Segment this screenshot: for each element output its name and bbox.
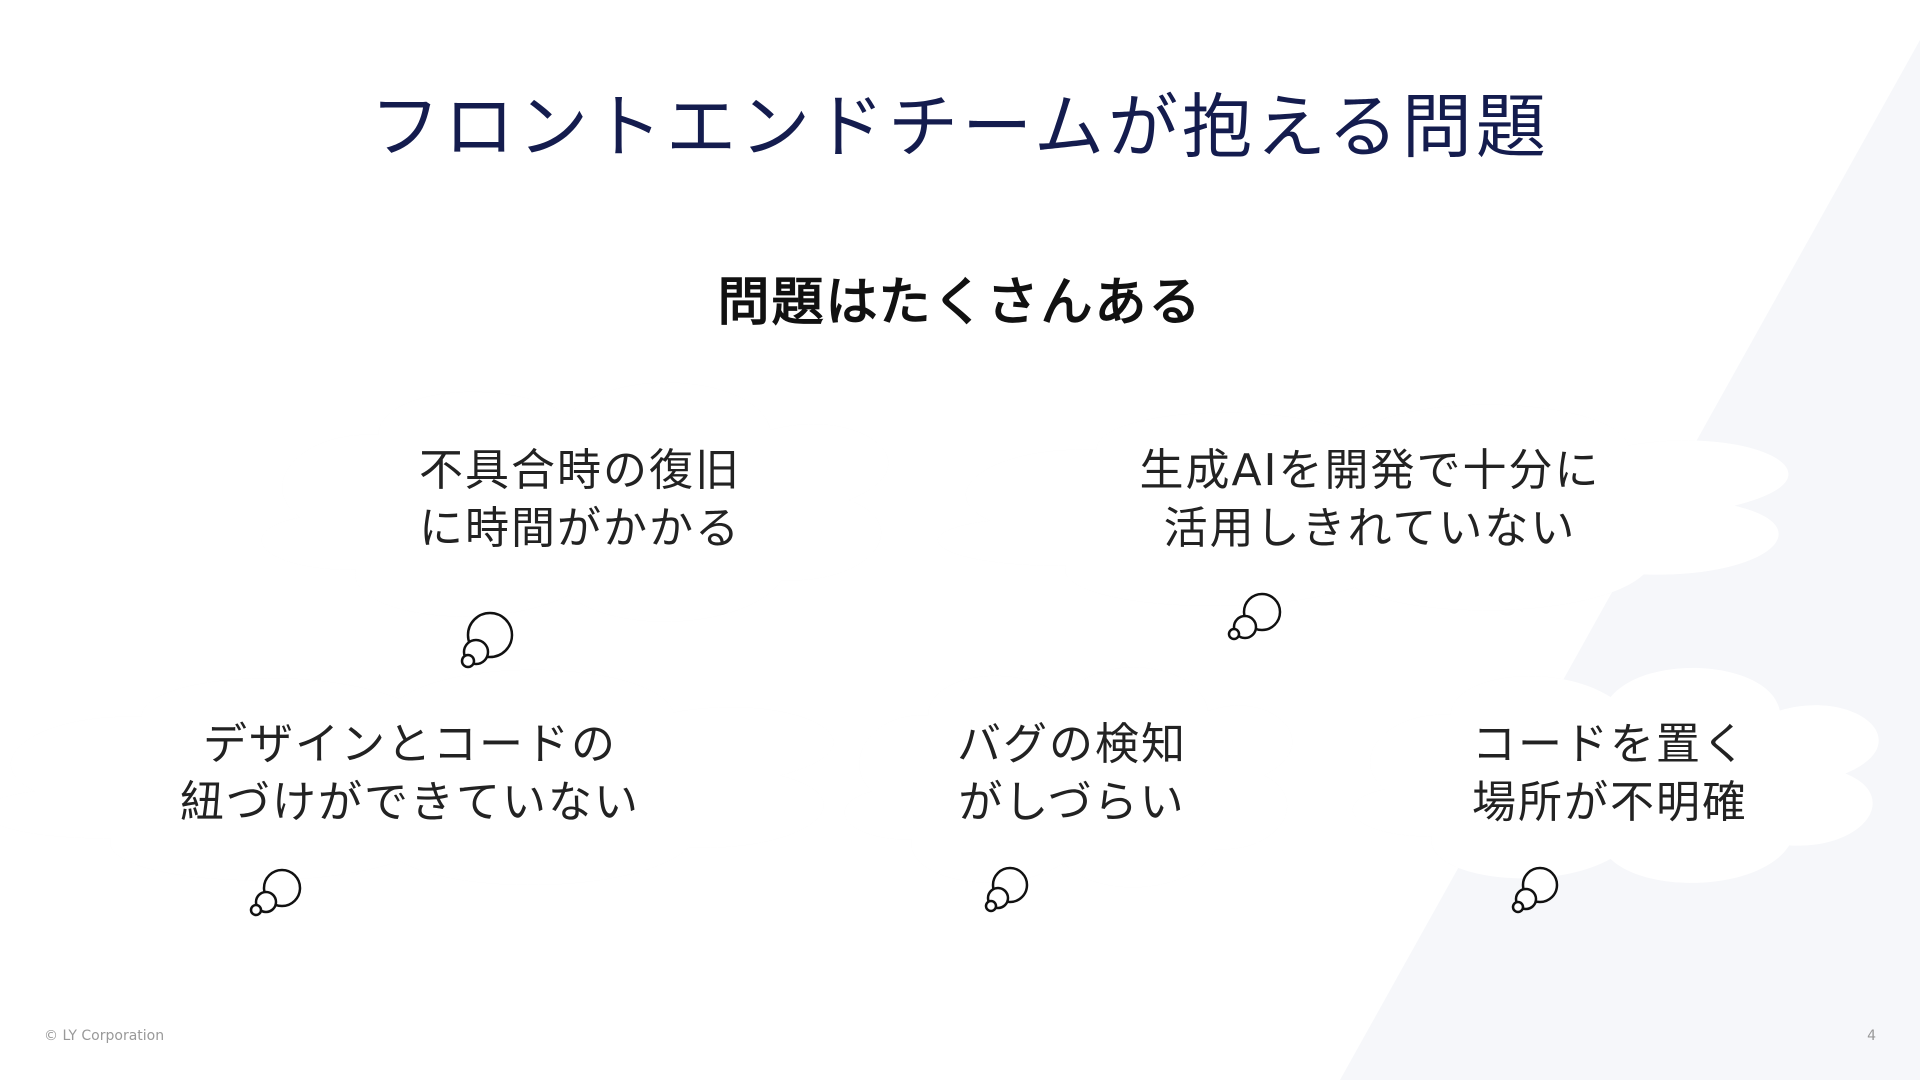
bubble-3-line-1: デザインとコードの: [203, 719, 617, 770]
footer-copyright: © LY Corporation: [44, 1028, 165, 1044]
thought-bubble-1: [259, 380, 891, 669]
page-number: 4: [1867, 1028, 1876, 1044]
bubble-text-3: デザインとコードの 紐づけができていない: [110, 716, 710, 832]
bubble-1-line-2: に時間がかかる: [419, 503, 741, 554]
bubble-text-4: バグの検知 がしづらい: [912, 716, 1232, 832]
slide-title: フロントエンドチームが抱える問題: [370, 86, 1550, 168]
bubble-text-2: 生成AIを開発で十分に 活用しきれていない: [1060, 442, 1680, 558]
bubble-3-line-2: 紐づけができていない: [180, 777, 640, 828]
bubble-1-line-1: 不具合時の復旧: [419, 445, 741, 496]
thought-bubble-2: [938, 405, 1789, 641]
bubble-2-line-1: 生成AIを開発で十分に: [1139, 445, 1601, 496]
bubble-text-1: 不具合時の復旧 に時間がかかる: [330, 442, 830, 558]
bubble-4-line-1: バグの検知: [957, 719, 1187, 770]
bubble-5-line-1: コードを置く: [1472, 719, 1748, 770]
bubble-text-5: コードを置く 場所が不明確: [1430, 716, 1790, 832]
thought-bubble-3: [0, 670, 833, 917]
bubble-5-line-2: 場所が不明確: [1472, 777, 1748, 828]
slide-subtitle: 問題はたくさんある: [717, 273, 1203, 333]
thought-bubble-4: [843, 666, 1294, 913]
thought-bubble-5: [1351, 666, 1881, 914]
bubble-2-line-2: 活用しきれていない: [1163, 503, 1577, 554]
bubble-4-line-2: がしづらい: [958, 777, 1186, 828]
